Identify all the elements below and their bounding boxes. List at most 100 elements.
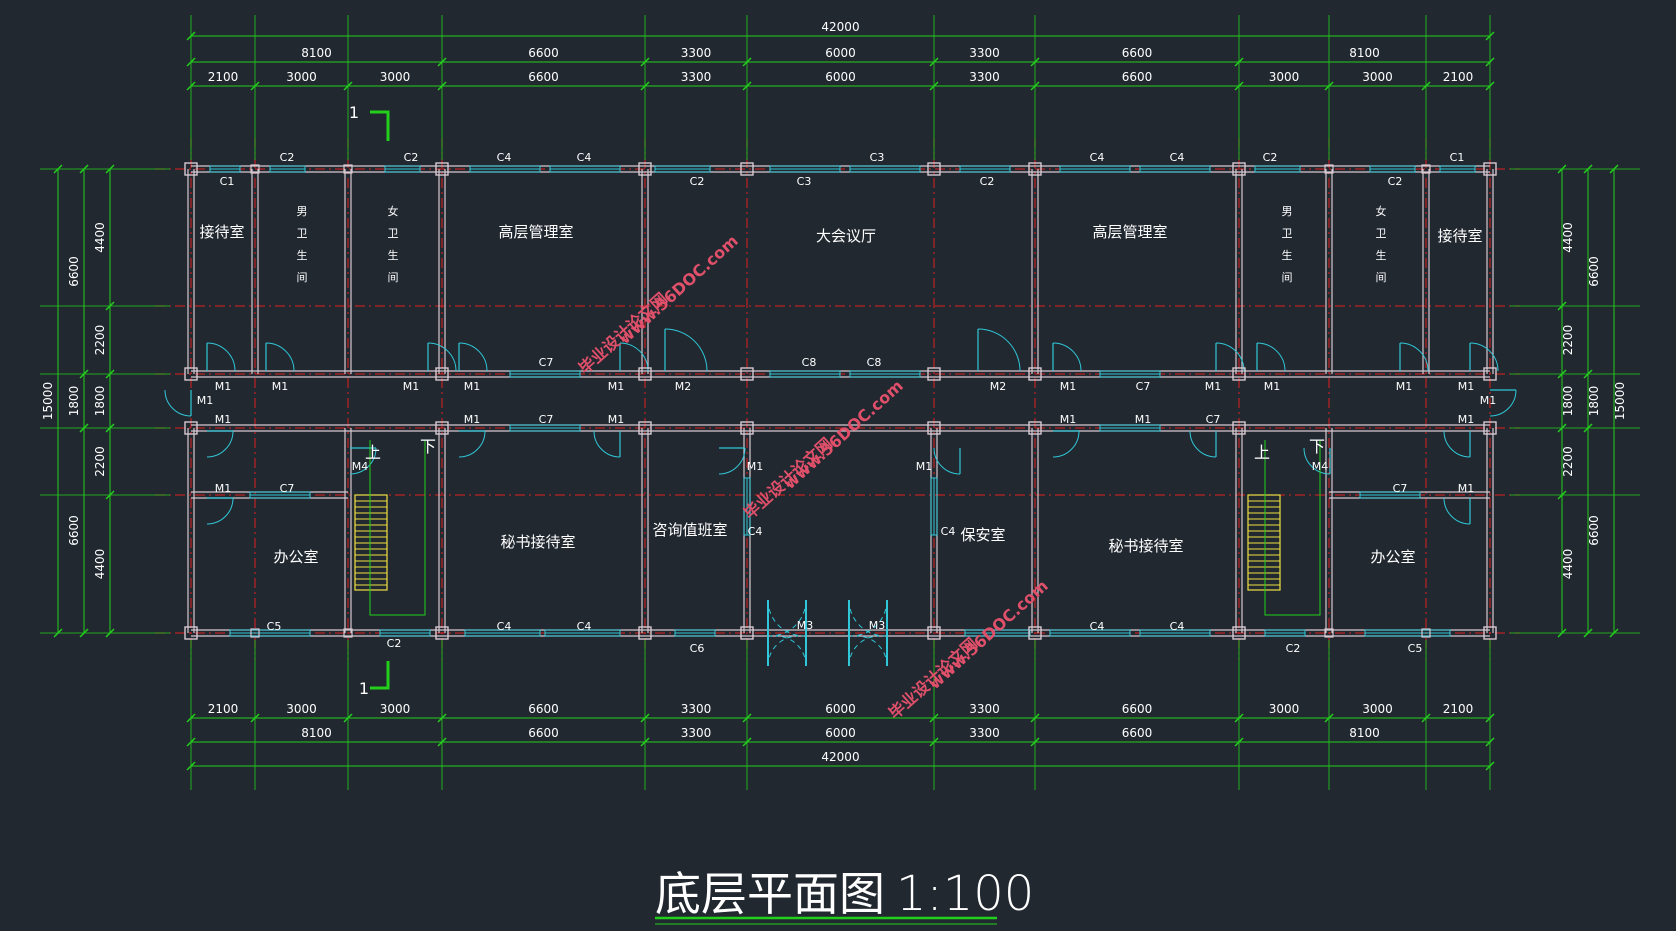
- entrance-door-swing: [848, 599, 886, 637]
- dimension-text: 3000: [286, 702, 317, 716]
- dimension-text: 2100: [208, 702, 239, 716]
- opening-label: C3: [797, 175, 812, 188]
- structural-column: [1232, 626, 1246, 640]
- opening-label: M1: [403, 380, 420, 393]
- door-swing: [1469, 342, 1499, 372]
- dimension-text: 3000: [380, 702, 411, 716]
- opening-label: C7: [539, 356, 554, 369]
- opening-label: C2: [1263, 151, 1278, 164]
- door-swing: [1052, 342, 1082, 372]
- opening-label: M1: [1205, 380, 1222, 393]
- opening-label: C7: [539, 413, 554, 426]
- structural-column: [1028, 626, 1042, 640]
- door-swing: [1443, 497, 1471, 525]
- opening-label: M2: [990, 380, 1007, 393]
- dimension-text: 2100: [1443, 702, 1474, 716]
- stair-path: [1264, 440, 1321, 616]
- dimension-text: 6600: [528, 70, 559, 84]
- structural-column: [435, 626, 449, 640]
- structural-column: [184, 626, 198, 640]
- dimension-text: 42000: [821, 750, 859, 764]
- dimension-text: 6600: [528, 46, 559, 60]
- structural-column: [740, 162, 754, 176]
- opening-label: C6: [690, 642, 705, 655]
- room-name: 高层管理室: [1092, 223, 1167, 241]
- entrance-door-swing: [856, 635, 888, 667]
- dimension-text: 3000: [1269, 70, 1300, 84]
- door-swing: [1443, 430, 1471, 458]
- door-swing: [977, 328, 1021, 372]
- room-name-char: 男: [1282, 205, 1293, 218]
- door-swing: [1489, 389, 1517, 417]
- room-name-char: 卫: [297, 227, 308, 240]
- opening-label: C7: [1393, 482, 1408, 495]
- structural-column: [1324, 628, 1334, 638]
- drawing-title: 底层平面图: [655, 867, 885, 921]
- dimension-text: 6600: [67, 515, 81, 546]
- structural-column: [250, 164, 260, 174]
- dimension-lines: [40, 15, 1640, 790]
- door-swing: [664, 328, 708, 372]
- dimension-text: 6000: [825, 726, 856, 740]
- drawing-title-block: 底层平面图 1:100: [655, 866, 1034, 925]
- dimension-text: 8100: [301, 46, 332, 60]
- opening-label: M3: [797, 619, 814, 632]
- dimension-text: 1800: [67, 386, 81, 417]
- structural-column: [435, 367, 449, 381]
- drawing-scale: 1:100: [896, 866, 1034, 922]
- opening-label: M1: [1396, 380, 1413, 393]
- room-name: 大会议厅: [816, 227, 876, 245]
- stair-down-label: 下: [1309, 437, 1325, 456]
- annotations: 11上下上下: [349, 103, 1325, 698]
- entrance-door-swing: [767, 599, 805, 637]
- opening-label: M1: [1060, 380, 1077, 393]
- opening-label: C2: [1388, 175, 1403, 188]
- dimension-text: 6600: [1587, 515, 1601, 546]
- opening-label: M1: [215, 380, 232, 393]
- stair-down-label: 下: [420, 437, 436, 456]
- room-name-char: 生: [1282, 248, 1293, 262]
- structural-column: [1232, 162, 1246, 176]
- opening-label: M1: [215, 482, 232, 495]
- opening-label: M1: [1264, 380, 1281, 393]
- door-swing: [427, 342, 457, 372]
- structural-column: [638, 421, 652, 435]
- dimension-text: 3000: [1269, 702, 1300, 716]
- dimension-text: 6600: [1122, 70, 1153, 84]
- structural-column: [1483, 421, 1497, 435]
- doors: [164, 328, 1517, 667]
- structural-column: [1324, 164, 1334, 174]
- opening-label: C2: [690, 175, 705, 188]
- structural-column: [1028, 367, 1042, 381]
- structural-column: [1421, 628, 1431, 638]
- structural-column: [1421, 164, 1431, 174]
- dimension-text: 8100: [301, 726, 332, 740]
- opening-label: C4: [497, 620, 512, 633]
- dimension-text: 42000: [821, 20, 859, 34]
- structural-column: [638, 626, 652, 640]
- room-name: 保安室: [960, 526, 1005, 544]
- room-name: 接待室: [199, 223, 244, 241]
- structural-column: [927, 626, 941, 640]
- dimension-text: 2200: [1561, 325, 1575, 356]
- structural-column: [435, 421, 449, 435]
- dimension-text: 1800: [1587, 386, 1601, 417]
- opening-label: M1: [215, 413, 232, 426]
- room-name-char: 间: [297, 271, 308, 284]
- opening-label: M1: [608, 380, 625, 393]
- opening-label: C4: [1170, 151, 1185, 164]
- dimension-text: 4400: [93, 549, 107, 580]
- door-swing: [349, 447, 377, 475]
- section-mark-number: 1: [359, 679, 369, 698]
- dimension-text: 3300: [681, 70, 712, 84]
- door-swing: [458, 342, 488, 372]
- opening-label: M3: [869, 619, 886, 632]
- dimension-text: 1800: [1561, 386, 1575, 417]
- opening-label: C8: [802, 356, 817, 369]
- dimension-text: 6600: [1122, 726, 1153, 740]
- dimension-text: 6000: [825, 702, 856, 716]
- room-names: 接待室男卫生间女卫生间高层管理室大会议厅高层管理室男卫生间女卫生间接待室办公室秘…: [199, 204, 1482, 566]
